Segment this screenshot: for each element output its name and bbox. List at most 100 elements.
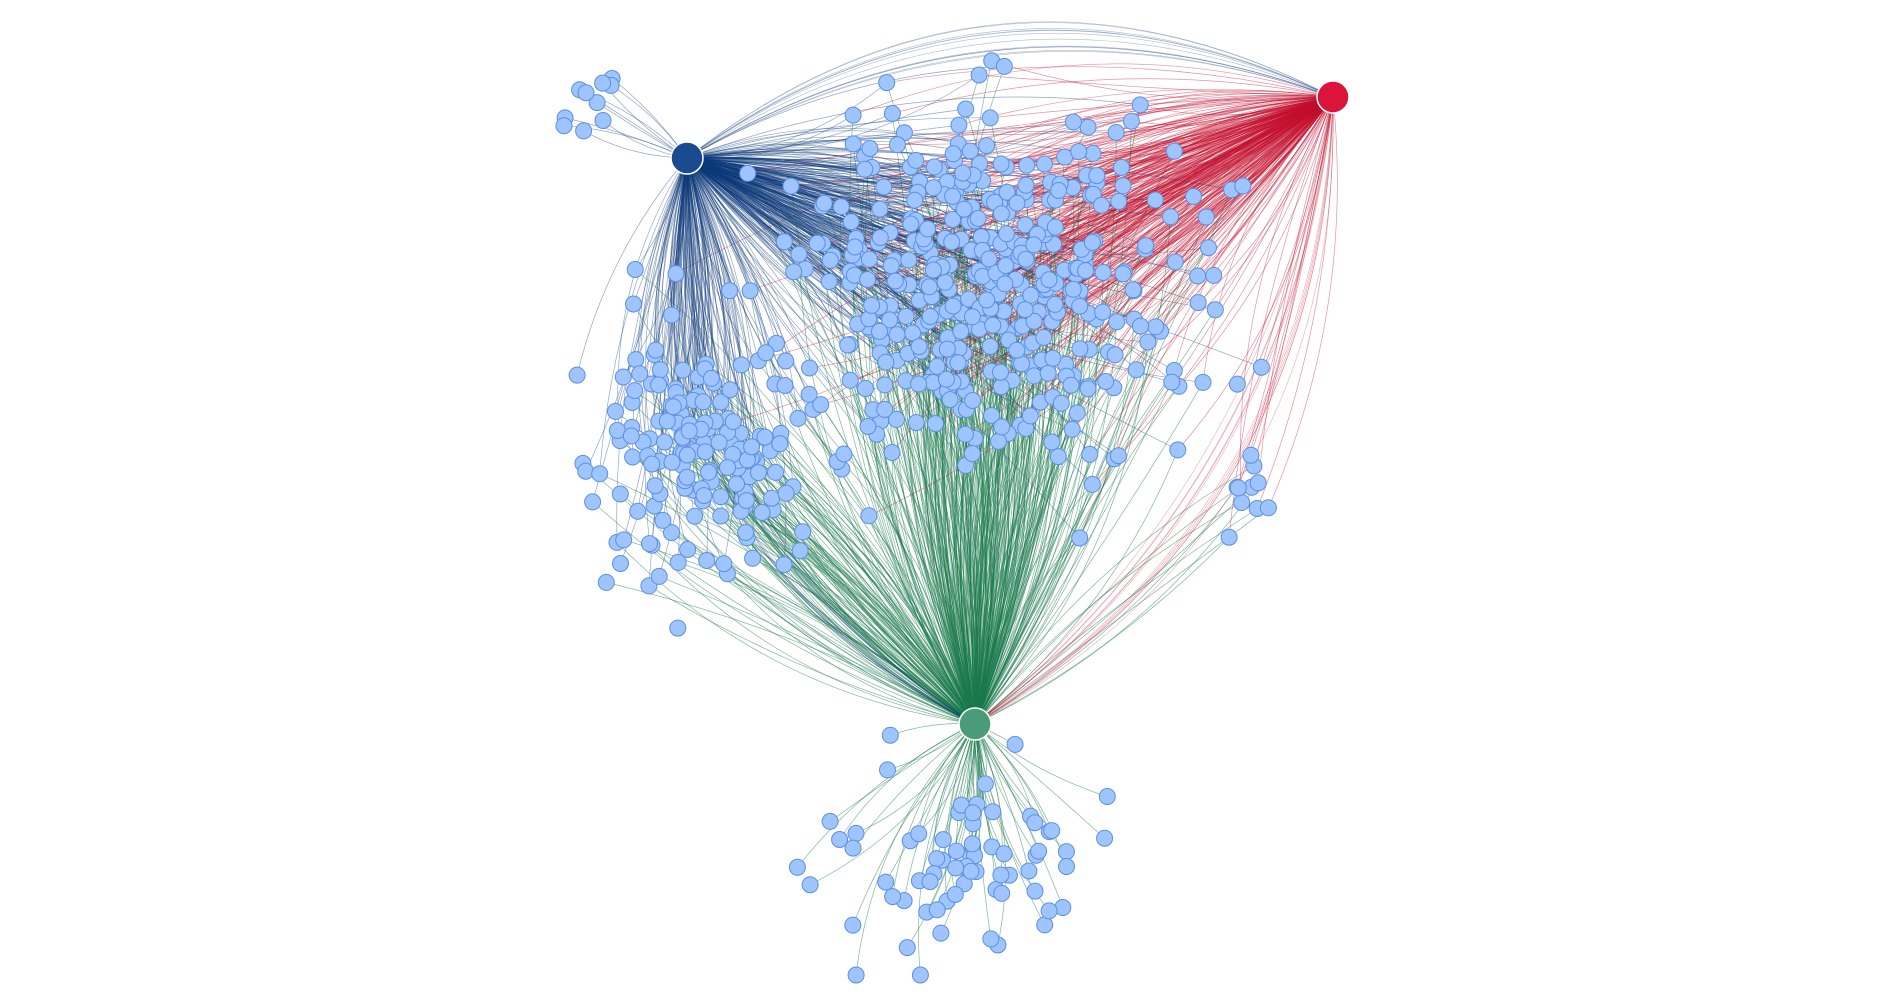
graph-node[interactable] — [1071, 340, 1089, 358]
graph-node[interactable] — [771, 435, 789, 453]
graph-node[interactable] — [946, 886, 964, 903]
graph-node[interactable] — [962, 862, 980, 880]
graph-node[interactable] — [1109, 447, 1127, 465]
graph-node[interactable] — [594, 74, 612, 92]
graph-node[interactable] — [1068, 404, 1086, 422]
graph-node[interactable] — [844, 135, 862, 153]
graph-node[interactable] — [1189, 267, 1207, 285]
graph-node[interactable] — [656, 433, 673, 451]
graph-node[interactable] — [1147, 318, 1165, 336]
graph-node[interactable] — [963, 835, 981, 853]
graph-node[interactable] — [1043, 822, 1061, 840]
graph-node[interactable] — [1046, 218, 1064, 236]
graph-node[interactable] — [607, 402, 624, 420]
graph-node[interactable] — [995, 845, 1013, 863]
graph-node[interactable] — [696, 443, 714, 461]
graph-node[interactable] — [844, 916, 862, 934]
graph-node[interactable] — [626, 261, 644, 278]
graph-node[interactable] — [1050, 182, 1068, 199]
graph-node[interactable] — [983, 407, 1001, 424]
graph-node[interactable] — [651, 361, 669, 379]
graph-node[interactable] — [949, 354, 967, 372]
graph-node[interactable] — [944, 297, 962, 315]
graph-node[interactable] — [737, 524, 755, 541]
graph-node[interactable] — [925, 158, 943, 176]
graph-node[interactable] — [960, 290, 978, 308]
graph-node[interactable] — [1071, 529, 1089, 547]
graph-node[interactable] — [785, 263, 803, 281]
graph-node[interactable] — [934, 831, 952, 849]
graph-node[interactable] — [1083, 233, 1101, 251]
graph-node[interactable] — [1229, 479, 1247, 497]
graph-node[interactable] — [990, 432, 1007, 450]
graph-node[interactable] — [1062, 376, 1080, 394]
graph-node[interactable] — [1106, 346, 1124, 364]
graph-node[interactable] — [963, 445, 981, 463]
graph-node[interactable] — [944, 145, 962, 163]
graph-node[interactable] — [993, 884, 1011, 902]
graph-node[interactable] — [928, 901, 946, 919]
graph-node[interactable] — [1097, 373, 1115, 390]
graph-node[interactable] — [782, 177, 800, 195]
graph-node[interactable] — [938, 340, 956, 358]
graph-node[interactable] — [860, 250, 878, 268]
graph-node[interactable] — [821, 251, 839, 269]
graph-node[interactable] — [1249, 474, 1267, 492]
graph-node[interactable] — [712, 393, 730, 411]
graph-node[interactable] — [924, 261, 942, 279]
graph-node[interactable] — [1083, 475, 1101, 493]
graph-node[interactable] — [622, 427, 640, 445]
graph-node[interactable] — [859, 271, 877, 288]
graph-node[interactable] — [963, 308, 981, 326]
graph-node[interactable] — [763, 489, 781, 507]
graph-node[interactable] — [879, 761, 896, 779]
graph-node[interactable] — [878, 74, 896, 92]
graph-node[interactable] — [1064, 113, 1082, 131]
graph-node[interactable] — [928, 850, 946, 868]
graph-node[interactable] — [964, 804, 982, 822]
graph-node[interactable] — [1110, 192, 1128, 210]
graph-node[interactable] — [1026, 814, 1044, 832]
graph-node[interactable] — [1081, 445, 1099, 463]
graph-node[interactable] — [611, 485, 629, 503]
graph-node[interactable] — [998, 225, 1015, 243]
graph-node[interactable] — [856, 160, 874, 178]
graph-node[interactable] — [739, 164, 757, 182]
graph-node[interactable] — [1098, 788, 1116, 805]
graph-node[interactable] — [1022, 286, 1040, 304]
graph-node[interactable] — [844, 106, 862, 124]
graph-node[interactable] — [992, 205, 1010, 223]
graph-node[interactable] — [900, 251, 918, 269]
graph-node[interactable] — [741, 282, 759, 300]
graph-node[interactable] — [1166, 253, 1184, 271]
graph-node[interactable] — [710, 433, 728, 451]
graph-node[interactable] — [886, 272, 904, 290]
graph-node[interactable] — [667, 265, 685, 283]
graph-node[interactable] — [927, 415, 944, 433]
graph-node[interactable] — [1228, 375, 1246, 393]
graph-node[interactable] — [1017, 176, 1035, 194]
graph-node[interactable] — [647, 341, 665, 359]
graph-node[interactable] — [1162, 208, 1179, 226]
graph-node[interactable] — [757, 344, 775, 362]
graph-node[interactable] — [888, 136, 906, 154]
graph-node[interactable] — [1189, 294, 1207, 312]
graph-node[interactable] — [997, 257, 1015, 275]
graph-node[interactable] — [597, 573, 615, 591]
graph-node[interactable] — [1206, 301, 1224, 319]
graph-node[interactable] — [1026, 882, 1044, 900]
graph-node[interactable] — [961, 142, 979, 160]
graph-node[interactable] — [1127, 361, 1145, 379]
graph-node[interactable] — [641, 535, 658, 553]
graph-node[interactable] — [1114, 177, 1132, 195]
graph-node[interactable] — [1017, 250, 1035, 268]
graph-node[interactable] — [992, 378, 1010, 396]
graph-node[interactable] — [952, 322, 970, 340]
graph-node[interactable] — [1112, 159, 1130, 176]
graph-node[interactable] — [954, 164, 972, 182]
graph-node[interactable] — [654, 511, 672, 529]
graph-node[interactable] — [998, 183, 1016, 201]
graph-node[interactable] — [907, 151, 925, 169]
graph-node[interactable] — [919, 220, 937, 238]
graph-node[interactable] — [984, 316, 1002, 334]
